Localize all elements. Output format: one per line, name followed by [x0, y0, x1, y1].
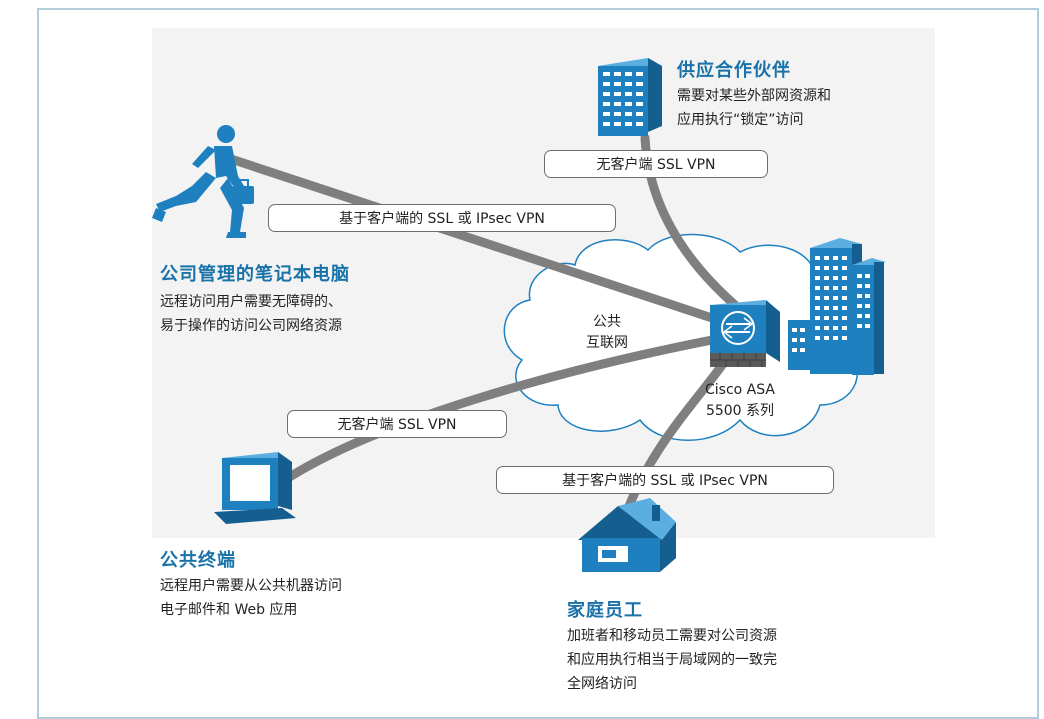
home-link-label: 基于客户端的 SSL 或 IPsec VPN — [496, 466, 834, 494]
terminal-desc-line: 远程用户需要从公共机器访问 — [160, 578, 342, 594]
asa-label-line: Cisco ASA — [705, 382, 775, 398]
asa-firewall-icon — [710, 300, 780, 367]
asa-label: Cisco ASA 5500 系列 — [686, 380, 794, 422]
terminal-link-label: 无客户端 SSL VPN — [287, 410, 507, 438]
asa-label-line: 5500 系列 — [705, 403, 775, 419]
house-icon — [578, 498, 676, 572]
laptop-title: 公司管理的笔记本电脑 — [160, 264, 350, 285]
building-icon — [598, 58, 662, 136]
internet-label-line: 公共 — [593, 314, 621, 330]
computer-terminal-icon — [214, 452, 296, 524]
home-desc-line: 加班者和移动员工需要对公司资源 — [567, 628, 777, 644]
running-man-icon — [152, 125, 254, 238]
laptop-link-label: 基于客户端的 SSL 或 IPsec VPN — [268, 204, 616, 232]
laptop-link-line — [223, 153, 717, 323]
terminal-description: 远程用户需要从公共机器访问 电子邮件和 Web 应用 — [160, 574, 342, 622]
internet-label-line: 互联网 — [586, 335, 628, 351]
terminal-desc-line: 电子邮件和 Web 应用 — [160, 602, 298, 618]
partner-desc-line: 应用执行“锁定”访问 — [677, 112, 804, 128]
home-title: 家庭员工 — [567, 600, 643, 621]
partner-link-label: 无客户端 SSL VPN — [544, 150, 768, 178]
partner-desc-line: 需要对某些外部网资源和 — [677, 88, 831, 104]
partner-title: 供应合作伙伴 — [677, 60, 791, 81]
internet-label: 公共 互联网 — [572, 312, 642, 354]
cloud-icon — [503, 233, 859, 441]
terminal-link-line — [283, 335, 717, 483]
home-desc-line: 和应用执行相当于局域网的一致完 — [567, 652, 777, 668]
home-description: 加班者和移动员工需要对公司资源 和应用执行相当于局域网的一致完 全网络访问 — [567, 624, 777, 696]
terminal-title: 公共终端 — [160, 550, 236, 571]
headquarters-icon — [788, 238, 886, 375]
laptop-description: 远程访问用户需要无障碍的、 易于操作的访问公司网络资源 — [160, 290, 342, 338]
partner-description: 需要对某些外部网资源和 应用执行“锁定”访问 — [677, 84, 831, 132]
laptop-desc-line: 易于操作的访问公司网络资源 — [160, 318, 342, 334]
home-desc-line: 全网络访问 — [567, 676, 637, 692]
laptop-desc-line: 远程访问用户需要无障碍的、 — [160, 294, 342, 310]
